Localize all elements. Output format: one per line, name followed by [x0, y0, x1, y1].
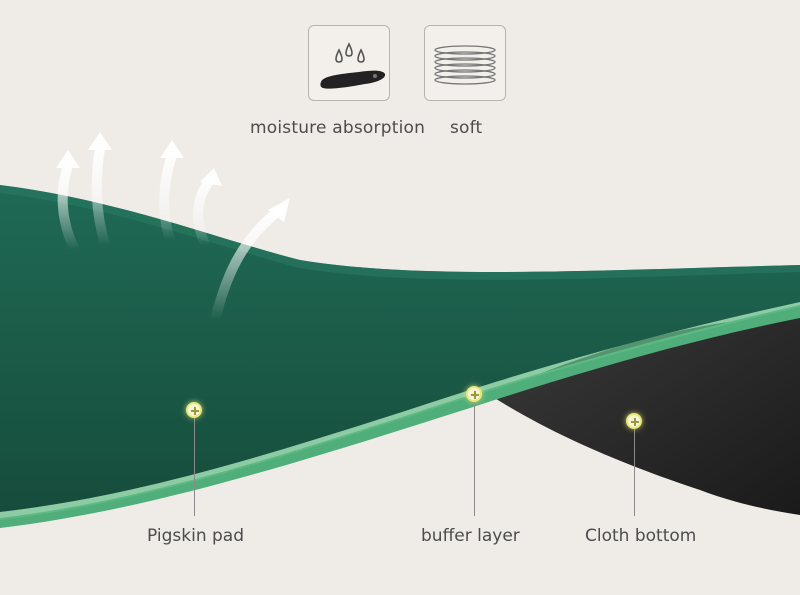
moisture-absorption-label: moisture absorption: [250, 118, 426, 138]
vapor-arrows: [57, 143, 285, 325]
pigskin-pad-hotspot[interactable]: [186, 402, 202, 418]
cloth-bottom-label: Cloth bottom: [585, 526, 697, 546]
buffer-layer-hotspot[interactable]: [466, 386, 482, 402]
insole-droplets-icon: [320, 42, 386, 89]
pigskin-pad-layer: [0, 185, 800, 512]
cloth-bottom-hotspot[interactable]: [626, 413, 642, 429]
cushion-layers-icon: [434, 45, 496, 85]
buffer-layer-leader: [474, 402, 475, 516]
soft-card: [424, 25, 506, 101]
pigskin-pad-label: Pigskin pad: [147, 526, 244, 546]
buffer-layer: [0, 305, 800, 528]
pigskin-pad-leader: [194, 418, 195, 516]
buffer-layer-label: buffer layer: [421, 526, 520, 546]
cloth-bottom-leader: [634, 429, 635, 516]
soft-label: soft: [450, 118, 483, 138]
moisture-absorption-card: [308, 25, 390, 101]
